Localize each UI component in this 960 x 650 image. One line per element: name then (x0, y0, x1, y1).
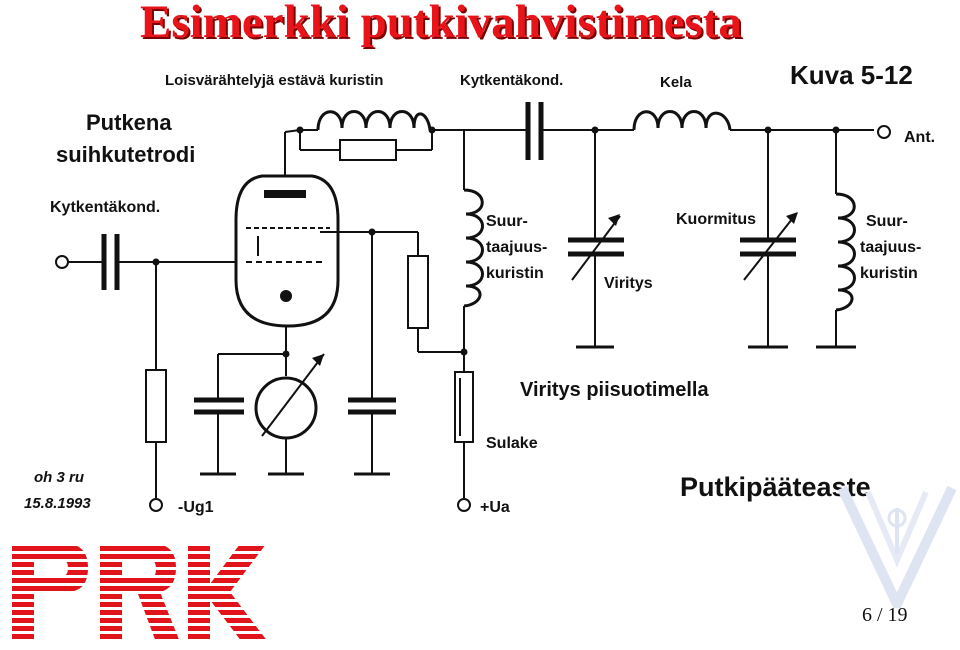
page-number: 6 / 19 (862, 604, 908, 626)
screen-resistor (407, 255, 429, 329)
coil-label: Kela (660, 74, 692, 91)
rf-choke-2-label-line1: Suur- (866, 213, 908, 230)
input-coupling-capacitor (101, 234, 120, 290)
cathode-bypass-capacitor (194, 397, 244, 415)
tuning-variable-capacitor (568, 214, 624, 281)
tuning-note: Viritys piisuotimella (520, 379, 709, 401)
slide-title: Esimerkki putkivahvistimesta (140, 0, 742, 48)
grid-bias-terminal (149, 498, 163, 512)
anode-supply-terminal (457, 498, 471, 512)
figure-number: Kuva 5-12 (790, 60, 913, 90)
rf-choke-2-label-line3: kuristin (860, 265, 918, 282)
anode-supply-label: +Ua (480, 499, 510, 516)
fuse (454, 371, 474, 443)
input-coupling-cap-label: Kytkentäkond. (50, 199, 160, 216)
rf-choke-2-label-line2: taajuus- (860, 239, 921, 256)
antenna-label: Ant. (904, 129, 935, 146)
grid-bias-label: -Ug1 (178, 499, 214, 516)
emblem-watermark (838, 485, 956, 608)
tetrode-tube (234, 174, 340, 328)
author-callsign: oh 3 ru (34, 469, 84, 486)
fuse-label: Sulake (486, 435, 538, 452)
output-coupling-capacitor (525, 102, 544, 160)
input-terminal (55, 255, 69, 269)
drawing-date: 15.8.1993 (24, 495, 91, 512)
tube-label-line2: suihkutetrodi (56, 142, 195, 167)
tube-label-line1: Putkena (86, 110, 172, 135)
pi-filter-coil (632, 110, 732, 131)
current-meter (254, 353, 325, 440)
rf-choke-1-label-line1: Suur- (486, 213, 528, 230)
tuning-cap-label: Viritys (604, 275, 653, 292)
output-coupling-cap-label: Kytkentäkond. (460, 72, 563, 89)
loading-cap-label: Kuormitus (676, 211, 756, 228)
rf-choke-2 (835, 192, 856, 312)
prk-logo (4, 538, 274, 648)
screen-decoupling-capacitor (348, 397, 396, 415)
grid-resistor (145, 369, 167, 443)
parasitic-resistor (339, 139, 397, 161)
rf-choke-1 (463, 188, 484, 308)
antenna-terminal (877, 125, 891, 139)
parasitic-choke (316, 110, 432, 131)
parasitic-choke-label: Loisvärähtelyjä estävä kuristin (165, 72, 383, 89)
rf-choke-1-label-line2: taajuus- (486, 239, 547, 256)
rf-choke-1-label-line3: kuristin (486, 265, 544, 282)
loading-variable-capacitor (740, 212, 798, 281)
stage-title: Putkipääteaste (680, 472, 871, 502)
